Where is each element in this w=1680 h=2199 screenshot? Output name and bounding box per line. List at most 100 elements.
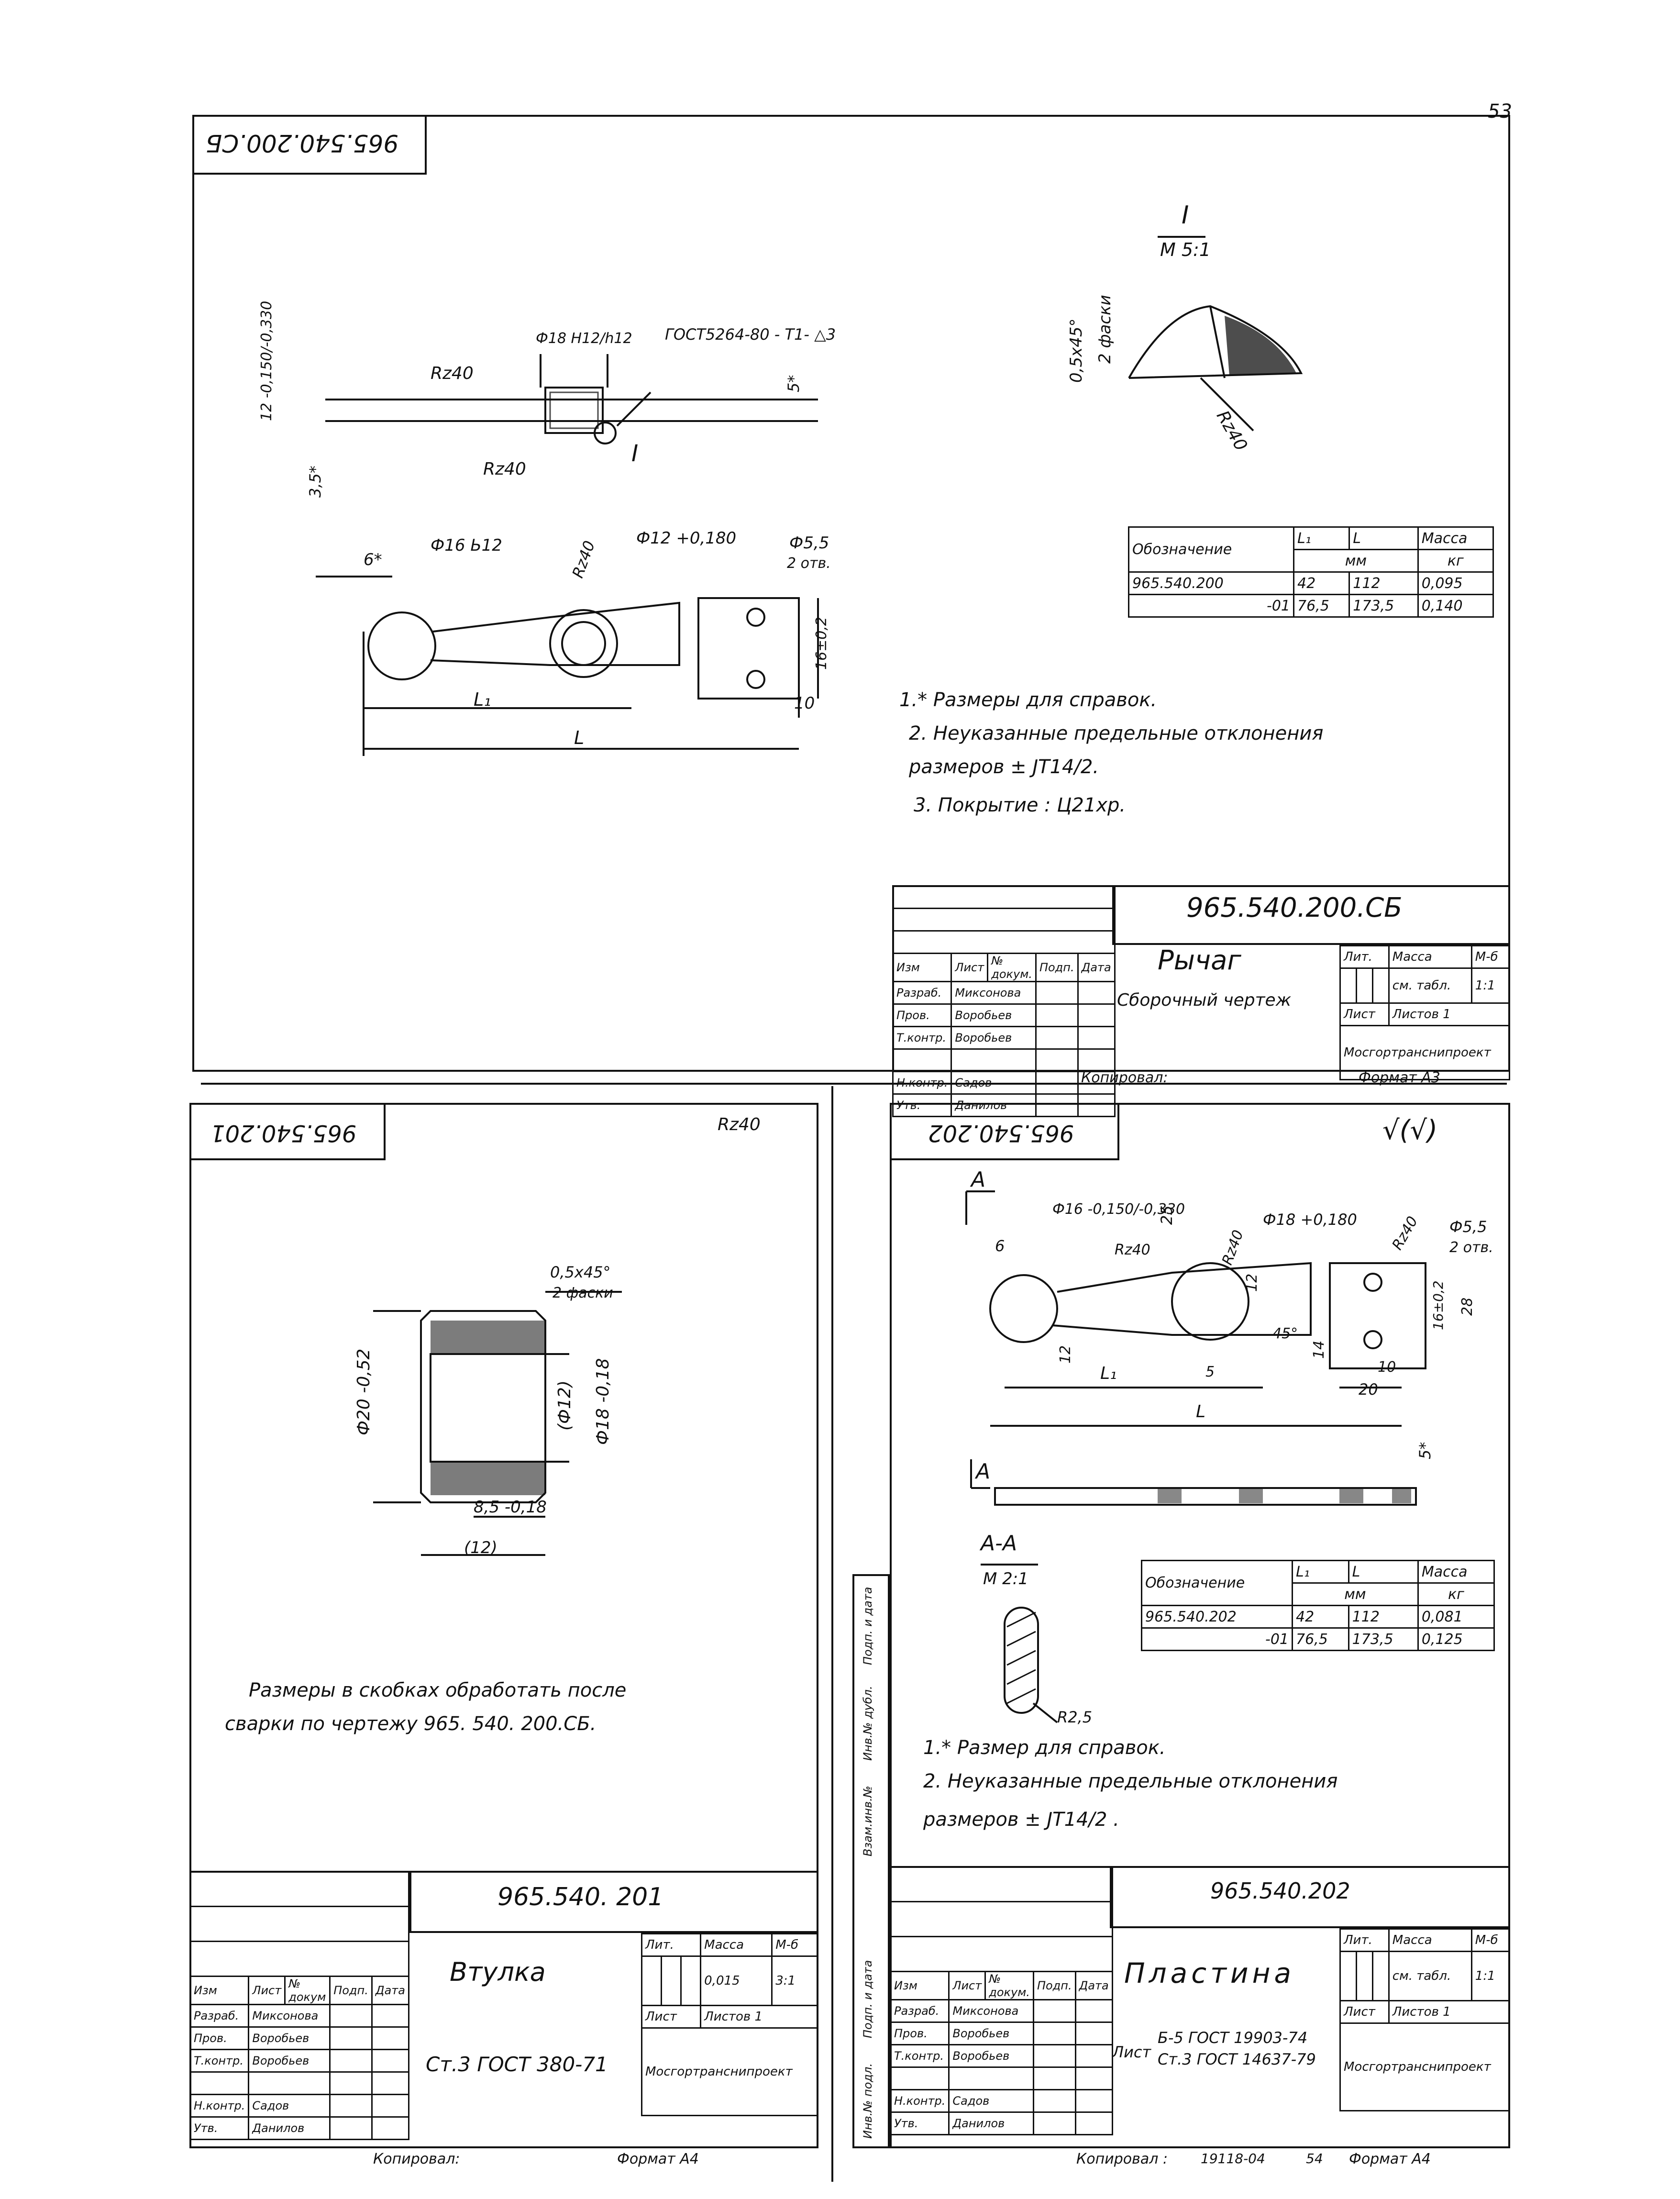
table-row: 965.540.202 <box>1141 1605 1293 1629</box>
sheet2-stamp-box <box>189 1103 386 1160</box>
massa-val: см. табл. <box>1388 1951 1472 2001</box>
col-designation: Обозначение <box>1128 526 1294 573</box>
col-L: L <box>1348 1560 1419 1584</box>
side-cell: Подп. и дата <box>861 1587 874 1666</box>
sheet1-note-2: 2. Неуказанные предельные отклонения <box>909 722 1324 744</box>
tb-cell: Садов <box>948 2089 1034 2113</box>
org: Мосгортранснипроект <box>1339 1025 1510 1080</box>
sheet3-tb-mat1: Б-5 ГОСТ 19903-74 <box>1158 2029 1308 2047</box>
tb-cell: Миксонова <box>951 981 1037 1005</box>
sheet3-dim-f16: Ф16 -0,150/-0,330 <box>1052 1201 1185 1218</box>
sheet3-format: Формат А4 <box>1349 2151 1431 2167</box>
tb-cell: Миксонова <box>948 1999 1034 2023</box>
lit: Лит. <box>1339 945 1390 969</box>
massa-val: 0,015 <box>700 1955 773 2006</box>
sheets: Листов 1 <box>1388 2000 1511 2024</box>
sheet3-tb-mat-pre: Лист <box>1112 2043 1151 2061</box>
sheet3-stamp-box <box>890 1103 1119 1160</box>
tb-cell: Т.контр. <box>889 2044 950 2068</box>
sheet1-mass-table: Обозначение L₁ L Масса мм кг 965.540.200… <box>1128 526 1494 618</box>
scale-h: М-б <box>1470 945 1511 969</box>
sheets: Листов 1 <box>700 2005 818 2029</box>
tb-cell: Садов <box>951 1071 1037 1095</box>
sheet1-note-4: 3. Покрытие : Ц21хр. <box>914 794 1126 816</box>
scale-val: 1:1 <box>1470 1951 1511 2001</box>
sheet1-dim-10: 10 <box>794 694 815 713</box>
sheet1-view-scale: М 5:1 <box>1160 239 1211 260</box>
sheet1-code-cell <box>1112 885 1510 945</box>
sheet3-dim-12a: 12 <box>1057 1345 1074 1364</box>
tb-cell: Лист <box>951 953 989 982</box>
tb-cell: Данилов <box>248 2116 331 2140</box>
table-row: -01 <box>1128 594 1294 618</box>
sheet1-dim-L: L <box>574 727 585 748</box>
sheet3-side-strip <box>852 1574 890 2148</box>
tb-cell: Н.контр. <box>889 2089 950 2113</box>
sheet2-dim-f18: Ф18 -0,18 <box>593 1358 613 1445</box>
tb-cell: № докум <box>284 1976 331 2005</box>
tb-cell: № докум. <box>987 953 1037 982</box>
table-cell: 42 <box>1293 571 1350 595</box>
unit-kg: кг <box>1417 1582 1495 1606</box>
sheet1-dim-h12: Ф18 H12/h12 <box>536 330 632 347</box>
sheet3-dim-f55: Ф5,5 <box>1449 1218 1487 1236</box>
sheet1-note-1: 1.* Размеры для справок. <box>899 689 1157 711</box>
sheet2-note-1: Размеры в скобках обработать после <box>249 1679 627 1701</box>
side-cell: Взам.инв.№ <box>861 1786 874 1856</box>
sheet3-dim-L: L <box>1196 1402 1206 1422</box>
sheet3-stamp-code: 965.540.202 <box>928 1120 1074 1146</box>
tb-cell: Подп. <box>1035 953 1079 982</box>
side-cell: Подп. и дата <box>861 1960 874 2039</box>
sheet1-note-3: размеров ± JT14/2. <box>909 756 1099 778</box>
sheet3-dim-rz: Rz40 <box>1115 1242 1150 1258</box>
table-cell: 0,140 <box>1417 594 1494 618</box>
tb-cell: Разраб. <box>892 981 952 1005</box>
sheet2-stamp-code: 965.540.201 <box>210 1120 357 1146</box>
tb-cell: Дата <box>1074 1971 1113 2000</box>
tb-cell: Воробьев <box>248 2049 331 2073</box>
sheet3-r25: R2,5 <box>1057 1708 1093 1726</box>
side-cell: Инв.№ дубл. <box>861 1686 874 1761</box>
table-cell: 112 <box>1348 571 1419 595</box>
sheet1-chamfer: 0,5х45° <box>1067 318 1086 383</box>
sheet2-copied: Копировал: <box>373 2151 460 2167</box>
tb-cell: Изм <box>892 953 952 982</box>
sheet1-tb-subname: Сборочный чертеж <box>1117 990 1292 1010</box>
sheet3-section: А-А <box>981 1531 1017 1555</box>
col-L1: L₁ <box>1293 526 1350 550</box>
sheet2-chamfer2: 2 фаски <box>553 1285 613 1301</box>
sheet1-copied: Копировал: <box>1081 1069 1168 1086</box>
scale-h: М-б <box>1470 1928 1511 1952</box>
sheet: Лист <box>1339 1002 1390 1026</box>
sheet3-code-cell <box>1110 1866 1510 1928</box>
table-cell: 173,5 <box>1348 1627 1419 1651</box>
sheet2-note-2: сварки по чертежу 965. 540. 200.СБ. <box>225 1713 597 1735</box>
sheet3-dim-16: 16±0,2 <box>1430 1280 1446 1330</box>
sheet3-dim-12b: 12 <box>1244 1273 1260 1292</box>
sheet2-rough: Rz40 <box>718 1115 761 1134</box>
sheet2-tb-name: Втулка <box>450 1957 546 1987</box>
tb-cell: Разраб. <box>889 1999 950 2023</box>
sheet3-copy-pg: 54 <box>1306 2151 1323 2166</box>
tb-cell: Т.контр. <box>892 1026 952 1050</box>
table-row: -01 <box>1141 1627 1293 1651</box>
sheet1-dim-f12: Ф12 +0,180 <box>636 529 737 548</box>
sheet1-dim-12: 12 -0,150/-0,330 <box>258 300 275 421</box>
sheet1-chamfer2: 2 фаски <box>1095 295 1115 364</box>
sheet1-stamp-code: 965.540.200.СБ <box>206 129 399 157</box>
sheet3-dim-10: 10 <box>1378 1359 1396 1376</box>
table-cell: 112 <box>1348 1605 1419 1629</box>
sheet3-rough: √(√) <box>1382 1115 1438 1146</box>
sheet2-code-cell <box>409 1871 818 1933</box>
sheet2-dim-12: (12) <box>464 1538 497 1557</box>
massa-val: см. табл. <box>1388 967 1472 1004</box>
lit: Лит. <box>641 1933 702 1957</box>
sheet1-tb-code: 965.540.200.СБ <box>1186 892 1403 923</box>
unit-mm: мм <box>1293 549 1419 573</box>
tb-cell: Воробьев <box>951 1026 1037 1050</box>
tb-cell: Т.контр. <box>189 2049 250 2073</box>
sheet3-dim-f18: Ф18 +0,180 <box>1263 1211 1357 1229</box>
